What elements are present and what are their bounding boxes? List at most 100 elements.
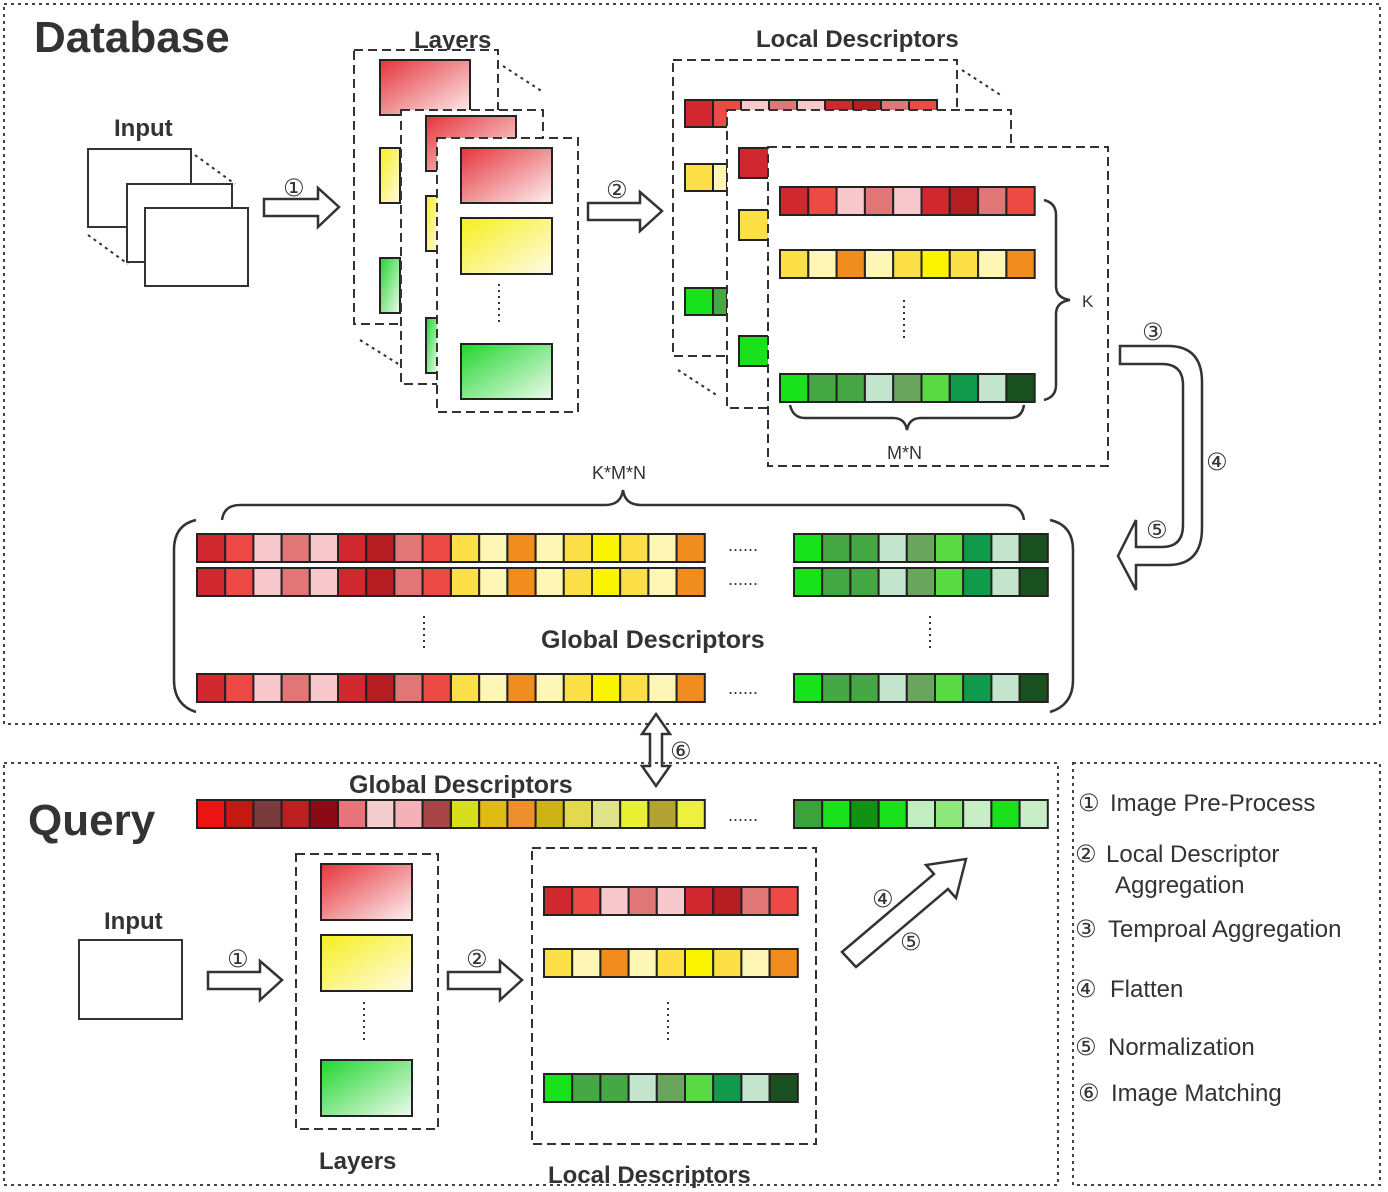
db-step3: ③ [1142, 318, 1164, 346]
query-global-red-cell [337, 799, 368, 829]
db-step4: ④ [1206, 448, 1228, 476]
global-row3-green-cell [1018, 673, 1049, 703]
query-local-red-cell [768, 886, 799, 916]
global-row2-green-cell [905, 567, 936, 597]
global-row1-yellow-cell [591, 533, 622, 563]
query-step4: ④ [872, 885, 894, 913]
local-descriptor-red-cell [835, 186, 866, 216]
db-step2: ② [606, 176, 628, 204]
query-title: Query [28, 796, 156, 845]
global-row1-red-cell [280, 533, 311, 563]
legend-item-6: ⑥ Image Matching [1078, 1079, 1282, 1107]
legend-item-3: ③ Temproal Aggregation [1075, 915, 1341, 943]
query-global-yellow-cell [647, 799, 678, 829]
global-row2-yellow-cell [478, 567, 509, 597]
query-global-yellow-cell [591, 799, 622, 829]
global-matrix-right-bracket [1049, 518, 1075, 714]
local-descriptor-yellow-cell [892, 249, 923, 279]
db-step5: ⑤ [1146, 516, 1168, 544]
db-step1: ① [283, 174, 305, 202]
query-global-yellow-cell [534, 799, 565, 829]
svg-text:⑤: ⑤ [1075, 1033, 1097, 1061]
query-local-yellow-cell [627, 948, 658, 978]
global-row2-green-cell [849, 567, 880, 597]
global-row3-red-cell [337, 673, 368, 703]
query-local-green-cell [543, 1073, 574, 1103]
query-global-red-cell [252, 799, 283, 829]
global-row1-red-cell [365, 533, 396, 563]
db-input-label: Input [114, 115, 173, 142]
local-descriptor-yellow-cell [1005, 249, 1036, 279]
local-descriptor-red-cell [779, 186, 810, 216]
query-global-yellow-cell [478, 799, 509, 829]
global-row2-green-cell [1018, 567, 1049, 597]
global-row3-yellow-cell [619, 673, 650, 703]
global-row3-yellow-cell [675, 673, 706, 703]
global-row3-red-cell [365, 673, 396, 703]
legend-item-4: ④ Flatten [1075, 975, 1183, 1003]
global-row1-green-cell [821, 533, 852, 563]
global-row3-red-cell [308, 673, 339, 703]
query-arrow-1 [206, 958, 284, 1003]
svg-text:Normalization: Normalization [1108, 1034, 1255, 1061]
mn-label: M*N [887, 443, 922, 463]
query-step1: ① [227, 945, 249, 973]
query-global-green-cell [905, 799, 936, 829]
global-row1-red-cell [421, 533, 452, 563]
global-row2-red-cell [393, 567, 424, 597]
global-row3-red-cell [393, 673, 424, 703]
global-row3-yellow-cell [562, 673, 593, 703]
query-global-red-cell [196, 799, 227, 829]
global-row3-green-cell [934, 673, 965, 703]
global-row1-green-cell [793, 533, 824, 563]
global-row3-yellow-cell [506, 673, 537, 703]
query-local-yellow-cell [543, 948, 574, 978]
global-row1-yellow-cell [647, 533, 678, 563]
query-global-green-cell [934, 799, 965, 829]
global-row2-red-cell [252, 567, 283, 597]
legend-item-5: ⑤ Normalization [1075, 1033, 1255, 1061]
query-global-green-cell [793, 799, 824, 829]
query-local-green-cell [571, 1073, 602, 1103]
query-panel [3, 762, 1059, 1186]
global-row3-yellow-cell [591, 673, 622, 703]
query-local-green-cell [655, 1073, 686, 1103]
global-row2-red-cell [280, 567, 311, 597]
local-descriptor-green-cell [1005, 373, 1036, 403]
global-row1-red-cell [252, 533, 283, 563]
global-row1-red-cell [337, 533, 368, 563]
query-global-ellipsis: ...... [728, 805, 758, 825]
local-descriptor-green-cell [779, 373, 810, 403]
global-row3-yellow-cell [647, 673, 678, 703]
db-input-frames [87, 148, 249, 287]
local-descriptor-red-cell [892, 186, 923, 216]
db-local-desc-stack [672, 59, 1109, 467]
query-global-green-cell [990, 799, 1021, 829]
query-global-desc-label: Global Descriptors [349, 771, 573, 799]
global-row3-red-cell [252, 673, 283, 703]
svg-text:①: ① [1078, 789, 1100, 817]
global-row1-red-cell [308, 533, 339, 563]
global-row1-red-cell [196, 533, 227, 563]
matching-double-arrow [639, 711, 673, 789]
global-row3-green-cell [905, 673, 936, 703]
db-local-desc-label: Local Descriptors [756, 26, 959, 53]
global-row2-yellow-cell [506, 567, 537, 597]
svg-text:③: ③ [1075, 915, 1097, 943]
global-row2-red-cell [365, 567, 396, 597]
legend-item-1: ① Image Pre-Process [1078, 789, 1315, 817]
local-descriptor-red-cell [920, 186, 951, 216]
global-row1-green-cell [905, 533, 936, 563]
global-row1-yellow-cell [675, 533, 706, 563]
global-row1-yellow-cell [619, 533, 650, 563]
global-row3-green-cell [793, 673, 824, 703]
local-descriptor-red-cell [977, 186, 1008, 216]
query-local-yellow-cell [684, 948, 715, 978]
svg-text:⑥: ⑥ [1078, 1079, 1100, 1107]
global-row2-yellow-cell [591, 567, 622, 597]
global-row3-green-cell [821, 673, 852, 703]
query-global-green-cell [1018, 799, 1049, 829]
query-global-red-cell [224, 799, 255, 829]
local-descriptor-yellow-cell [920, 249, 951, 279]
global-row3-green-cell [962, 673, 993, 703]
